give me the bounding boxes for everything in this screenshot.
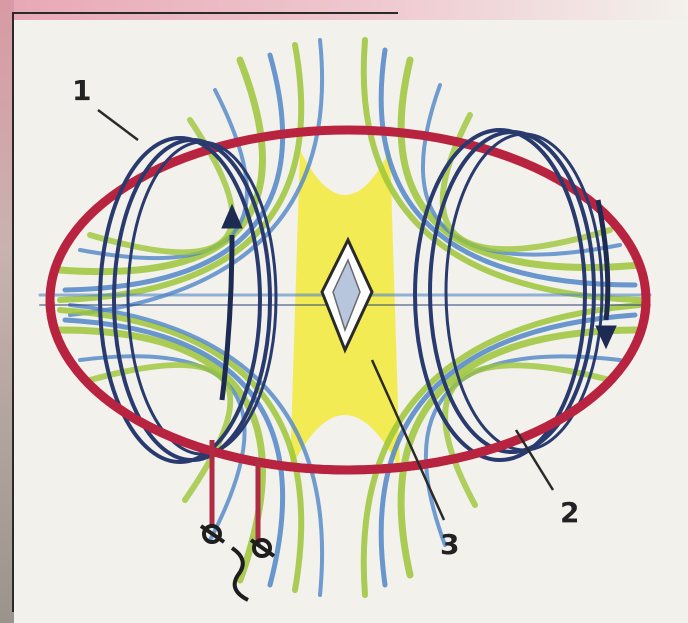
label-2: 2 <box>560 496 579 529</box>
field-line <box>90 120 232 252</box>
label-3: 3 <box>440 528 459 561</box>
label-1: 1 <box>72 74 91 107</box>
